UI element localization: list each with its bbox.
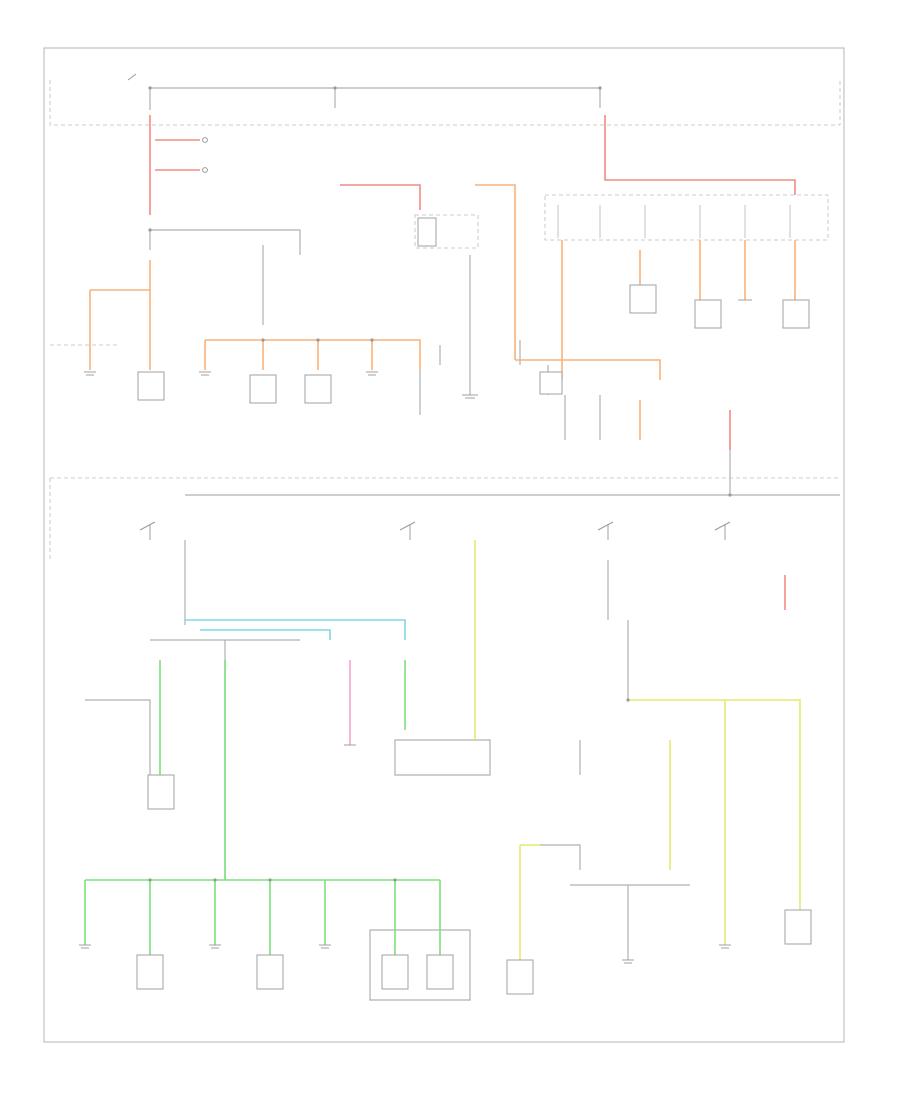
fuse-block-boundaries — [49, 80, 841, 560]
cyan-wires — [185, 619, 406, 640]
ground-symbols — [79, 299, 752, 964]
fuse-cells — [557, 205, 791, 238]
component-box — [256, 954, 284, 990]
component-box — [629, 284, 657, 314]
yellow-wires — [474, 540, 801, 960]
component-box — [304, 374, 332, 404]
component-box — [136, 954, 164, 990]
component-box — [137, 371, 165, 401]
orange-wires — [89, 184, 796, 440]
component-box — [506, 959, 534, 995]
component-boxes — [136, 217, 812, 995]
junction-dots — [148, 86, 732, 882]
diagram-frame — [43, 47, 845, 1043]
component-box — [426, 954, 454, 990]
component-box — [381, 954, 409, 990]
component-box — [784, 909, 812, 945]
component-box — [694, 299, 722, 329]
red-wires — [149, 115, 796, 610]
component-box — [539, 371, 563, 395]
component-box — [782, 299, 810, 329]
component-box — [147, 774, 175, 810]
green-wires — [84, 660, 441, 955]
plain-wires — [85, 87, 840, 1001]
switch-symbols — [127, 73, 731, 531]
component-box — [249, 374, 277, 404]
component-box — [417, 217, 437, 247]
